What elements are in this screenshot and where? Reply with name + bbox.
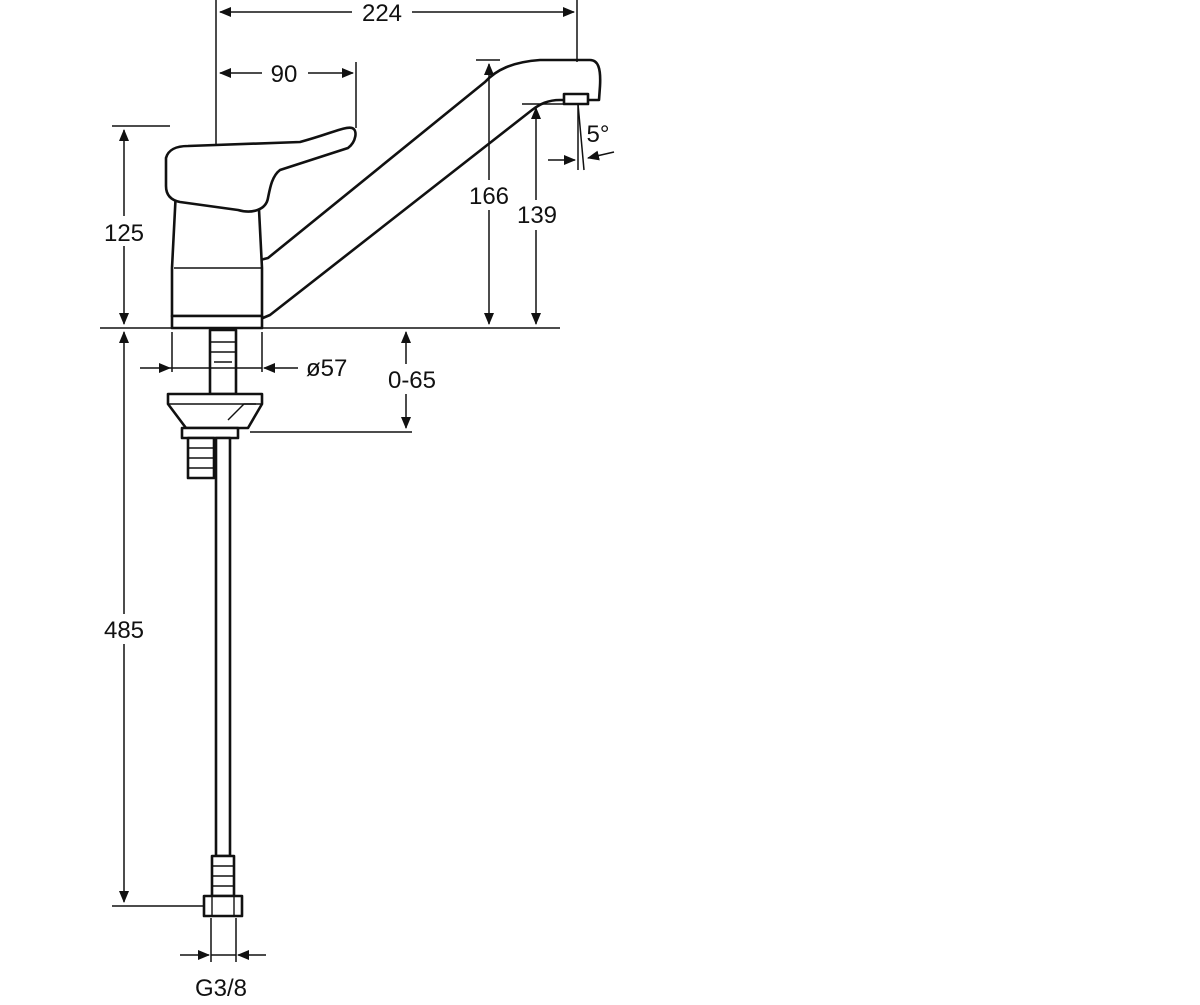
fixing-plate	[166, 392, 264, 430]
dimension-hose-length: 485	[96, 331, 150, 903]
dimension-connection-thread: G3/8	[180, 950, 266, 1002]
dimension-lever-height: 125	[96, 129, 150, 325]
angle-line	[577, 103, 585, 171]
dimension-base-diameter: ø57	[140, 355, 347, 382]
label-spout-height: 166	[469, 183, 509, 210]
label-deck-thickness: 0-65	[388, 367, 436, 394]
dimension-outlet-height: 139	[510, 107, 564, 325]
label-lever-reach: 90	[271, 61, 298, 88]
dimension-lever-reach: 90	[219, 60, 354, 88]
fixing-nut	[180, 426, 240, 440]
label-base-diameter: ø57	[306, 355, 347, 382]
label-total-reach: 224	[362, 0, 402, 27]
label-connection-thread: G3/8	[195, 975, 247, 1000]
aerator	[562, 92, 590, 106]
faucet-outline	[164, 58, 602, 918]
spout	[241, 58, 602, 322]
lever-handle	[164, 126, 357, 213]
label-hose-length: 485	[104, 617, 144, 644]
dimension-total-reach: 224	[219, 0, 575, 27]
label-outlet-height: 139	[517, 202, 557, 229]
reference-lines	[100, 0, 585, 962]
dimension-spout-height: 166	[462, 63, 516, 325]
flexible-hose	[214, 436, 232, 858]
hose-nut	[202, 894, 244, 918]
dimension-outlet-angle: 5°	[548, 121, 615, 165]
label-lever-height: 125	[104, 220, 144, 247]
plate-detail	[227, 403, 256, 421]
label-outlet-angle: 5°	[587, 121, 610, 148]
dimension-deck-thickness: 0-65	[380, 331, 444, 429]
base-ring	[170, 314, 264, 330]
